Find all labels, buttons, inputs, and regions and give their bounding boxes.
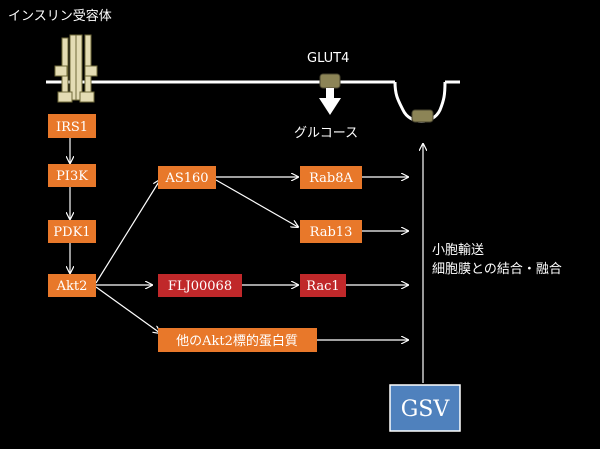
insulin-receptor-icon (54, 34, 98, 103)
gsv-box (389, 384, 461, 432)
arrow-as160-rab13 (215, 179, 298, 227)
pdk1-box (48, 220, 96, 243)
flj00068-label: FLJ00068 (168, 279, 232, 294)
other-akt2-substrates-box (158, 328, 317, 352)
arrow-akt2-other (95, 286, 160, 333)
glut4-label: GLUT4 (307, 51, 349, 66)
akt2-box (48, 274, 96, 297)
flj00068-box (158, 274, 242, 297)
rab8a-box (300, 166, 362, 189)
as160-label: AS160 (164, 171, 208, 186)
pi3k-label: PI3K (56, 169, 88, 184)
rab13-label: Rab13 (310, 225, 353, 240)
pi3k-box (48, 164, 96, 187)
docked-glut4-icon (411, 109, 434, 123)
cell-membrane (46, 80, 460, 123)
rab8a-label: Rab8A (309, 171, 353, 186)
receptor-label: インスリン受容体 (8, 8, 112, 24)
other-akt2-substrates-label: 他のAkt2標的蛋白質 (176, 333, 298, 349)
glucose-label: グルコース (294, 126, 358, 141)
akt2-label: Akt2 (56, 279, 88, 294)
pathway-arrows (70, 138, 423, 383)
as160-box (158, 166, 216, 189)
irs1-label: IRS1 (56, 120, 88, 135)
rab13-box (300, 220, 362, 243)
rac1-label: Rac1 (306, 279, 339, 294)
irs1-box (48, 114, 96, 138)
glut4-icon (319, 73, 341, 115)
gsv-label: GSV (401, 397, 451, 422)
vesicle-label-line2: 細胞膜との結合・融合 (432, 262, 562, 277)
rac1-box (300, 274, 346, 297)
arrow-akt2-as160 (95, 180, 160, 284)
pdk1-label: PDK1 (53, 225, 90, 240)
vesicle-label-line1: 小胞輸送 (432, 243, 484, 258)
